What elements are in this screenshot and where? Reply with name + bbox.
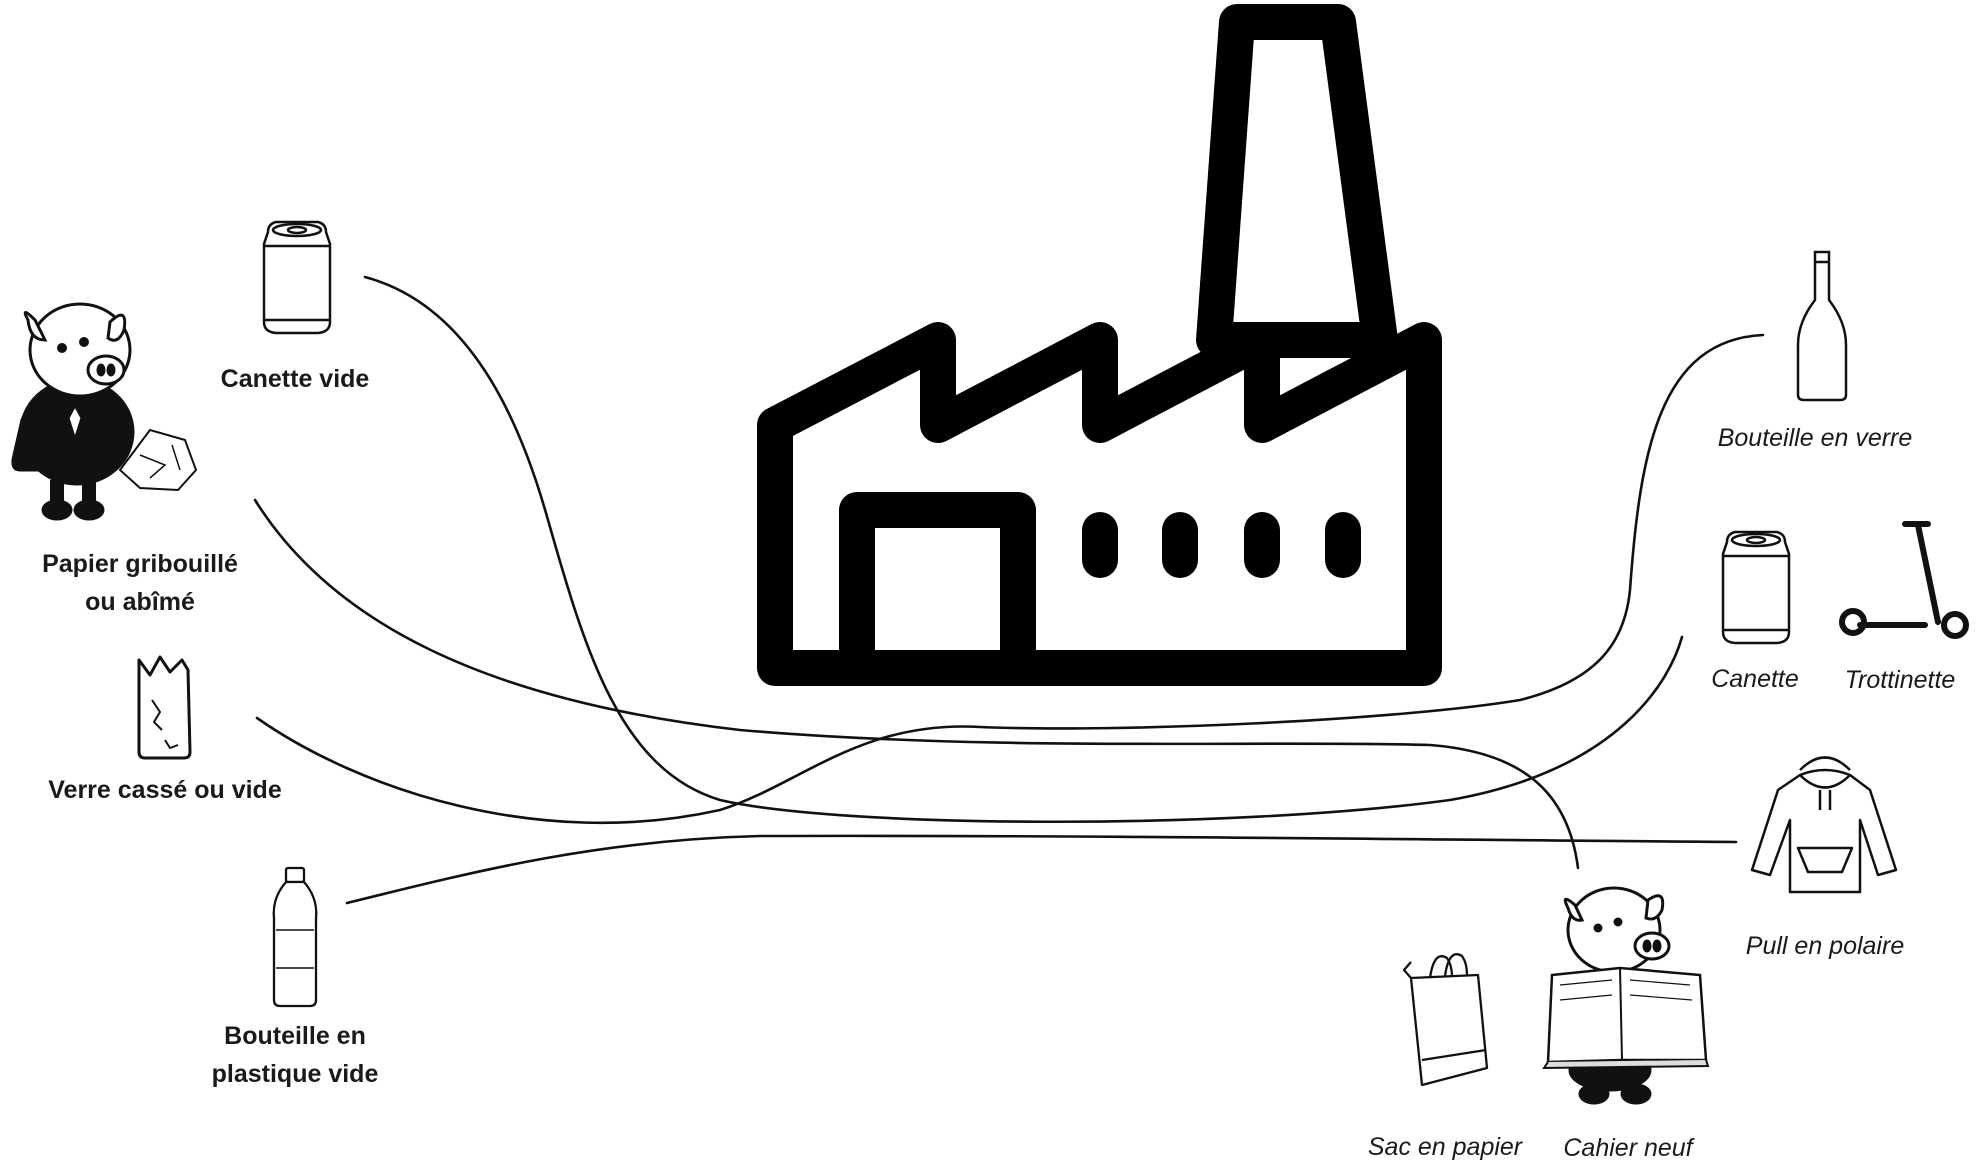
scooter-icon: [1839, 521, 1969, 639]
label-scooter: Trottinette: [1844, 666, 1956, 694]
paper-bag-icon: [1402, 953, 1489, 1087]
factory-icon: [757, 4, 1442, 686]
label-paper-bag: Sac en papier: [1367, 1133, 1523, 1161]
label-plastic-line2: plastique vide: [211, 1060, 379, 1088]
label-empty-can: Canette vide: [220, 365, 370, 393]
label-paper-line2: ou abîmé: [85, 588, 195, 616]
label-plastic-line1: Bouteille en: [224, 1022, 366, 1050]
notebook-pig-icon: [1542, 886, 1710, 1105]
connection-lines: [253, 275, 1765, 905]
label-glass: Verre cassé ou vide: [48, 776, 282, 804]
broken-glass-icon: [137, 655, 192, 760]
pig-icon: [11, 302, 198, 521]
connection-plastic-to-fleece: [345, 834, 1738, 905]
label-notebook: Cahier neuf: [1563, 1134, 1693, 1162]
label-fleece: Pull en polaire: [1745, 932, 1905, 960]
connection-glass-to-bottle: [255, 333, 1765, 825]
can-icon: [1721, 530, 1791, 645]
label-paper-line1: Papier gribouillé: [42, 550, 238, 578]
hoodie-icon: [1750, 756, 1898, 894]
label-glass-bottle: Bouteille en verre: [1717, 424, 1913, 452]
can-icon: [262, 220, 332, 335]
plastic-bottle-icon: [272, 866, 318, 1008]
label-can: Canette: [1711, 665, 1799, 693]
label-plastic: Bouteille en plastique vide: [180, 1017, 410, 1093]
glass-bottle-icon: [1796, 250, 1848, 402]
connection-paper-to-notebook: [253, 498, 1580, 870]
label-paper: Papier gribouillé ou abîmé: [10, 545, 270, 621]
connection-can-to-canette: [363, 275, 1684, 824]
